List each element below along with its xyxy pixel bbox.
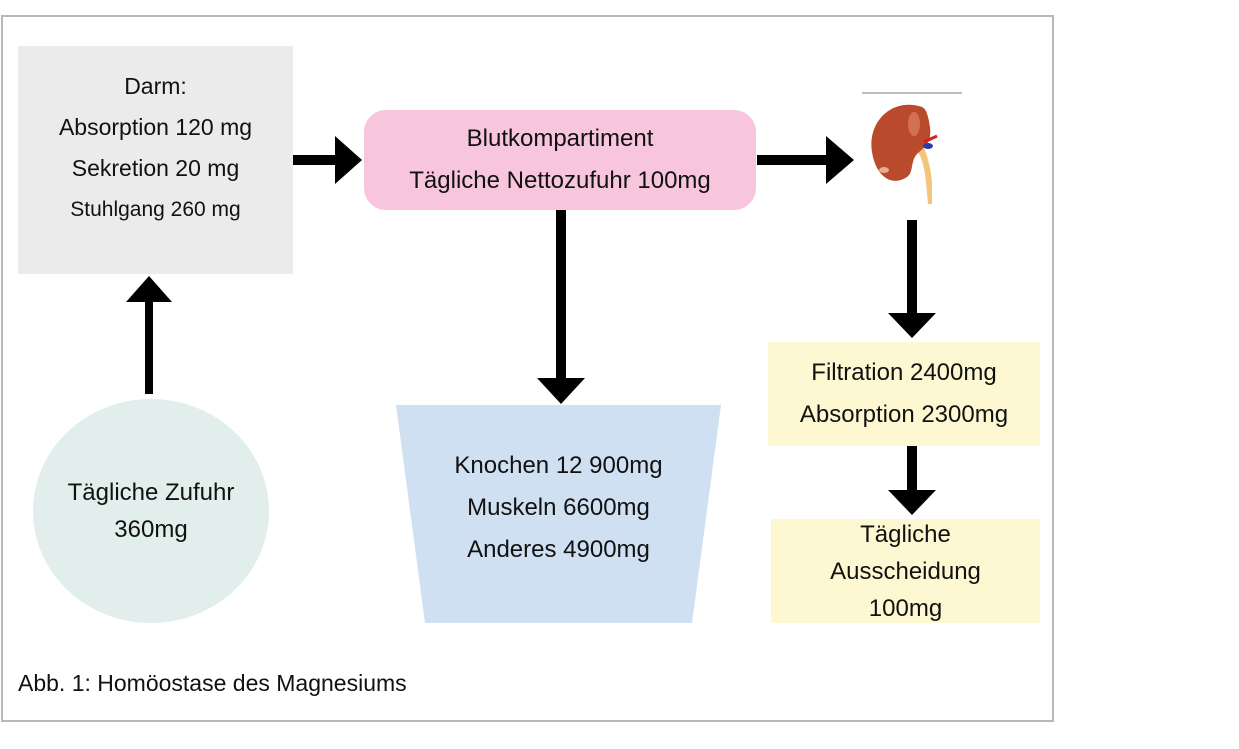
node-darm: Darm: Absorption 120 mg Sekretion 20 mg … xyxy=(18,46,293,274)
arrow-blut-to-niere xyxy=(757,136,854,184)
figure-caption: Abb. 1: Homöostase des Magnesiums xyxy=(18,670,407,696)
zufuhr-label: Tägliche Zufuhr xyxy=(67,479,235,506)
arrow-filtration-to-ausscheidung xyxy=(888,446,936,515)
figure-frame xyxy=(1,15,1054,722)
node-ausscheidung: Tägliche Ausscheidung 100mg xyxy=(771,519,1040,623)
speicher-anderes: Anderes 4900mg xyxy=(467,536,650,563)
absorption-value: Absorption 2300mg xyxy=(799,401,1009,428)
blut-nettozufuhr: Tägliche Nettozufuhr 100mg xyxy=(409,167,711,194)
filtration-value: Filtration 2400mg xyxy=(811,359,997,386)
node-speicher: Knochen 12 900mg Muskeln 6600mg Anderes … xyxy=(396,405,721,623)
node-filtration: Filtration 2400mg Absorption 2300mg xyxy=(768,342,1040,446)
ausscheidung-label-2: Ausscheidung xyxy=(830,557,981,585)
arrow-darm-to-blut xyxy=(293,136,362,184)
node-taegliche-zufuhr: Tägliche Zufuhr 360mg xyxy=(33,399,269,623)
darm-stuhlgang: Stuhlgang 260 mg xyxy=(70,198,241,221)
ausscheidung-value: 100mg xyxy=(868,594,943,622)
zufuhr-value: 360mg xyxy=(114,516,188,543)
darm-heading: Darm: xyxy=(124,73,187,99)
arrow-zufuhr-to-darm xyxy=(126,276,172,394)
darm-absorption: Absorption 120 mg xyxy=(58,114,253,140)
darm-sekretion: Sekretion 20 mg xyxy=(71,155,240,181)
kidney-icon xyxy=(862,92,962,204)
arrow-blut-to-speicher xyxy=(537,210,585,404)
speicher-muskeln: Muskeln 6600mg xyxy=(467,494,650,521)
ausscheidung-label-1: Tägliche xyxy=(860,520,951,548)
node-blutkompartiment: Blutkompartiment Tägliche Nettozufuhr 10… xyxy=(364,110,756,210)
blut-title: Blutkompartiment xyxy=(466,125,654,152)
arrow-niere-to-filtration xyxy=(888,220,936,338)
speicher-knochen: Knochen 12 900mg xyxy=(454,452,663,479)
trapezoid-shape xyxy=(396,405,721,623)
